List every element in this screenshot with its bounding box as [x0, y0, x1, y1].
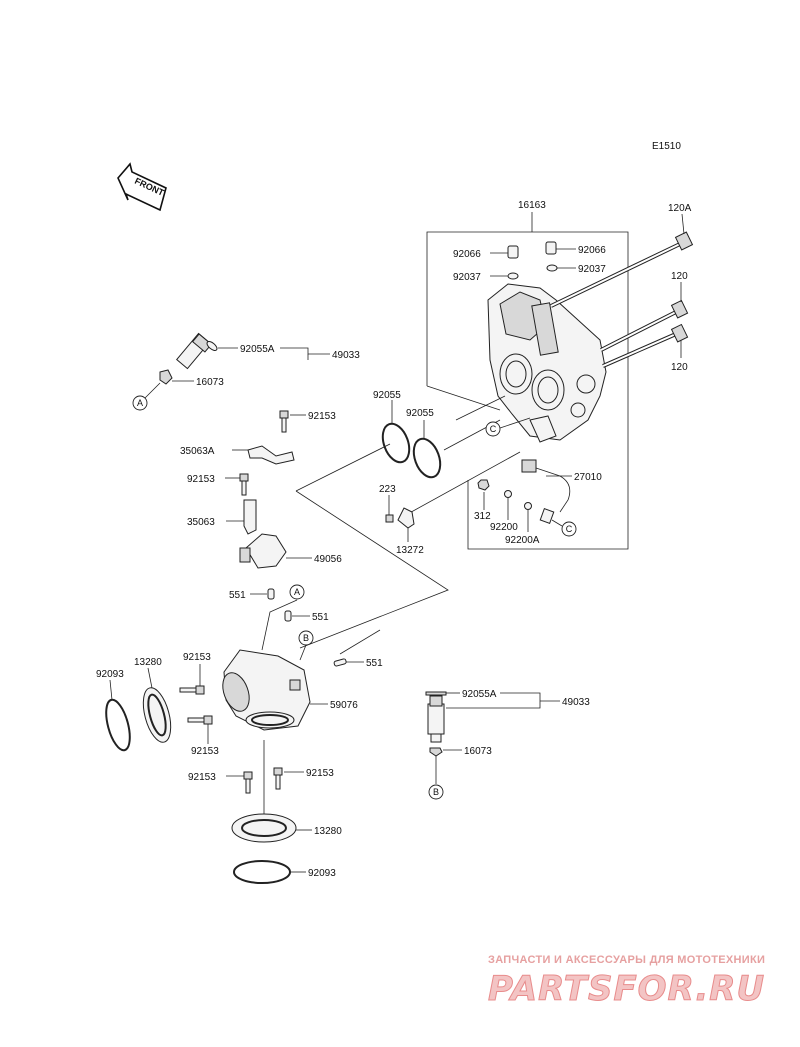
- label-92066-left: 92066: [453, 249, 481, 260]
- label-551-b: 551: [312, 612, 329, 623]
- injector-49033-lower-icon: [425, 691, 447, 757]
- watermark-tagline: ЗАПЧАСТИ И АКСЕССУАРЫ ДЛЯ МОТОТЕХНИКИ: [488, 954, 765, 966]
- bolt-120-upper-icon: [600, 299, 689, 352]
- clamp-13280-bottom-icon: [231, 813, 297, 843]
- screw-92153-b-icon: [239, 473, 249, 496]
- label-49033-lower: 49033: [562, 697, 590, 708]
- gasket-92093-bottom-icon: [233, 860, 291, 884]
- label-92153-b: 92153: [187, 474, 215, 485]
- label-92153-d: 92153: [191, 746, 219, 757]
- bracket-35063a-icon: [247, 445, 295, 465]
- label-551-a: 551: [229, 590, 246, 601]
- cap-92066-left-icon: [507, 245, 519, 259]
- label-49056: 49056: [314, 554, 342, 565]
- cap-551-c-icon: [333, 658, 347, 667]
- label-92153-c: 92153: [183, 652, 211, 663]
- label-13272: 13272: [396, 545, 424, 556]
- oring-92055-right-icon: [412, 437, 442, 479]
- label-223: 223: [379, 484, 396, 495]
- label-92200: 92200: [490, 522, 518, 533]
- callout-a-holder: A: [289, 584, 305, 600]
- svg-text:A: A: [294, 587, 300, 597]
- svg-text:C: C: [490, 424, 497, 434]
- screw-92153-f-icon: [273, 767, 283, 790]
- callout-c-lower: C: [551, 519, 577, 537]
- valve-49056-icon: [239, 533, 287, 569]
- label-92200a: 92200A: [505, 535, 540, 546]
- screw-92153-a-icon: [279, 410, 289, 433]
- label-35063: 35063: [187, 517, 215, 528]
- label-120-upper: 120: [671, 271, 688, 282]
- svg-text:B: B: [433, 787, 439, 797]
- callout-b-lower: B: [428, 784, 444, 800]
- front-arrow-icon: FRONT: [117, 162, 167, 212]
- screw-92153-e-icon: [243, 771, 253, 794]
- cap-551-b-icon: [284, 610, 292, 622]
- cap-92066-right-icon: [545, 241, 557, 255]
- label-13280-bottom: 13280: [314, 826, 342, 837]
- svg-text:B: B: [303, 633, 309, 643]
- screw-92153-d-icon: [187, 715, 213, 725]
- callout-a-upper: A: [132, 382, 161, 411]
- label-92093-side: 92093: [96, 669, 124, 680]
- label-16073-upper: 16073: [196, 377, 224, 388]
- label-49033-upper: 49033: [332, 350, 360, 361]
- label-92037-left: 92037: [453, 272, 481, 283]
- label-92153-a: 92153: [308, 411, 336, 422]
- label-16073-lower: 16073: [464, 746, 492, 757]
- cap-551-a-icon: [267, 588, 275, 600]
- oring-92037-left-icon: [507, 272, 519, 280]
- label-92037-right: 92037: [578, 264, 606, 275]
- label-120a: 120A: [668, 203, 692, 214]
- diagram-code: E1510: [652, 141, 681, 152]
- label-312: 312: [474, 511, 491, 522]
- holder-59076-icon: [222, 649, 311, 731]
- svg-text:A: A: [137, 398, 143, 408]
- label-27010: 27010: [574, 472, 602, 483]
- label-92153-f: 92153: [306, 768, 334, 779]
- bolt-120a-icon: [550, 231, 694, 308]
- label-92153-e: 92153: [188, 772, 216, 783]
- injector-49033-upper-icon: [159, 332, 218, 385]
- watermark-logo: PARTSFOR.RU: [488, 969, 765, 1009]
- oring-92055-left-icon: [381, 422, 411, 464]
- nut-312-icon: [477, 479, 490, 491]
- label-35063a: 35063A: [180, 446, 215, 457]
- label-551-c: 551: [366, 658, 383, 669]
- label-92055-left: 92055: [373, 390, 401, 401]
- washer-92200a-icon: [524, 502, 532, 510]
- callout-c-upper: C: [485, 417, 531, 437]
- screw-92153-c-icon: [179, 685, 205, 695]
- svg-text:C: C: [566, 524, 573, 534]
- label-120-lower: 120: [671, 362, 688, 373]
- throttle-body-box: [426, 212, 629, 550]
- sensor-27010-icon: [521, 459, 571, 524]
- label-92066-right: 92066: [578, 245, 606, 256]
- label-92055a-upper: 92055A: [240, 344, 275, 355]
- callout-b-holder: B: [298, 630, 314, 646]
- bolt-120-lower-icon: [602, 323, 689, 368]
- bracket-13272-icon: [397, 507, 415, 529]
- clamp-13280-side-icon: [142, 687, 172, 743]
- screw-223-icon: [385, 514, 394, 523]
- label-59076: 59076: [330, 700, 358, 711]
- label-92055a-lower: 92055A: [462, 689, 497, 700]
- label-92093-bottom: 92093: [308, 868, 336, 879]
- gasket-92093-side-icon: [105, 698, 131, 752]
- label-92055-right: 92055: [406, 408, 434, 419]
- throttle-body-icon: [487, 283, 607, 443]
- bracket-35063-icon: [243, 499, 257, 535]
- label-16163: 16163: [518, 200, 546, 211]
- label-13280-side: 13280: [134, 657, 162, 668]
- washer-92200-icon: [504, 490, 512, 498]
- oring-92037-right-icon: [546, 264, 558, 272]
